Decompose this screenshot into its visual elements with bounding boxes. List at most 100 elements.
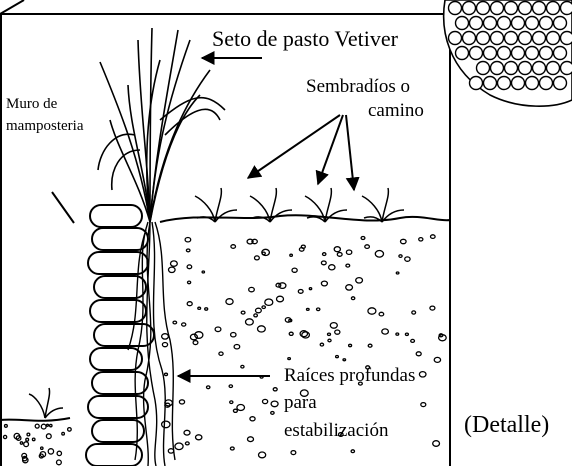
soil-particle	[41, 424, 46, 429]
soil-particle	[317, 308, 320, 311]
cobble-cell	[561, 32, 572, 45]
soil-particle	[226, 299, 233, 305]
soil-particle	[399, 255, 402, 258]
soil-particle	[337, 253, 342, 257]
arrow-sembradios-1	[248, 115, 340, 178]
cobble-cell	[505, 2, 518, 15]
cobble-cell	[477, 32, 490, 45]
soil-particle	[162, 421, 170, 428]
soil-particle	[346, 250, 351, 254]
cobble-cell	[449, 2, 462, 15]
label-muro-line1: Muro de	[6, 96, 58, 112]
soil-particle	[219, 352, 223, 355]
soil-particle	[185, 442, 189, 445]
soil-particle	[298, 290, 303, 294]
soil-particle	[68, 428, 72, 432]
cobble-cell	[561, 62, 572, 75]
wall-stone	[90, 300, 146, 322]
soil-particle	[361, 237, 365, 240]
soil-particle	[259, 452, 266, 458]
soil-particle	[262, 252, 265, 255]
cobble-cell	[512, 17, 525, 30]
soil-particle	[405, 333, 408, 335]
cobble-cell	[505, 62, 518, 75]
wall-stone	[86, 444, 142, 466]
soil-particle	[179, 400, 184, 404]
soil-particle	[299, 248, 304, 252]
soil-particle	[162, 343, 167, 347]
cobble-cell	[519, 32, 532, 45]
cobble-cell	[505, 32, 518, 45]
label-raices-line3: estabilización	[284, 420, 389, 441]
soil-particle	[57, 451, 61, 455]
cobble-cell	[470, 77, 483, 90]
soil-particle	[162, 334, 169, 339]
soil-particle	[279, 283, 286, 289]
soil-particle	[273, 388, 277, 391]
soil-particle	[198, 307, 201, 309]
soil-particle	[182, 323, 186, 326]
cobble-cell	[470, 47, 483, 60]
soil-particle	[346, 264, 350, 267]
cobble-cell	[540, 47, 553, 60]
wall-stone	[90, 205, 142, 227]
soil-particle	[382, 329, 389, 334]
soil-particle	[356, 278, 363, 283]
soil-particle	[307, 308, 310, 310]
cobble-cell	[484, 77, 497, 90]
cobble-cell	[547, 2, 560, 15]
cobble-cell	[484, 47, 497, 60]
soil-particle	[271, 401, 278, 407]
soil-particle	[32, 438, 35, 441]
wall-stone	[88, 396, 148, 418]
soil-particle	[234, 345, 240, 349]
soil-particle	[334, 247, 340, 252]
soil-particle	[48, 449, 53, 454]
cobble-cell	[491, 62, 504, 75]
soil-particle	[375, 251, 383, 258]
cobble-cell	[547, 32, 560, 45]
soil-particle	[396, 272, 399, 274]
soil-particle	[396, 333, 399, 335]
label-muro-line2: mamposteria	[6, 118, 84, 134]
soil-particle	[421, 403, 426, 407]
soil-particle	[250, 417, 255, 421]
soil-particle	[57, 460, 62, 465]
soil-particle	[335, 330, 340, 334]
soil-particle	[47, 424, 49, 426]
soil-particle	[351, 450, 354, 453]
soil-particle	[290, 254, 293, 256]
soil-particle	[330, 323, 337, 329]
soil-particle	[321, 261, 326, 265]
cobble-cell	[512, 47, 525, 60]
soil-particle	[320, 343, 323, 346]
soil-particle	[188, 281, 191, 284]
cobble-cell	[470, 17, 483, 30]
soil-particle	[256, 308, 262, 313]
soil-particle	[434, 357, 440, 362]
cobble-cell	[477, 2, 490, 15]
cobble-cell	[498, 17, 511, 30]
soil-particle	[171, 261, 178, 266]
soil-particle	[196, 435, 202, 440]
cobble-cell	[554, 17, 567, 30]
detail-frame	[0, 0, 450, 466]
soil-particle	[187, 265, 192, 269]
soil-particle	[431, 235, 436, 239]
soil-particle	[20, 442, 22, 444]
wall-stone	[92, 372, 148, 394]
label-raices-line2: para	[284, 392, 317, 413]
soil-particle	[271, 412, 274, 415]
soil-particle	[430, 306, 435, 310]
soil-particle	[254, 314, 258, 317]
soil-particle	[205, 308, 208, 310]
soil-particle	[185, 238, 191, 242]
soil-particle	[433, 441, 440, 447]
cobble-cell	[547, 62, 560, 75]
soil-particle	[241, 365, 244, 368]
cobble-cell	[491, 32, 504, 45]
soil-particle	[255, 256, 260, 260]
cobble-cell	[477, 62, 490, 75]
arrow-sembradios-3	[346, 115, 354, 190]
soil-particle	[187, 302, 192, 306]
